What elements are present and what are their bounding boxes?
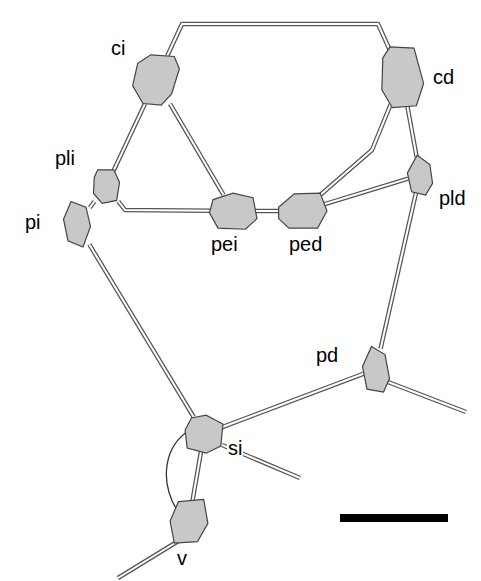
nerve-lines bbox=[118, 382, 466, 578]
connective bbox=[89, 244, 193, 417]
ganglion-outline bbox=[168, 498, 210, 544]
connective-line bbox=[167, 24, 390, 56]
connective-line bbox=[89, 244, 193, 417]
connective bbox=[254, 211, 280, 212]
connective-line bbox=[324, 179, 408, 205]
connective-line bbox=[407, 104, 417, 157]
connective-line bbox=[167, 24, 390, 56]
connective-line bbox=[90, 201, 95, 207]
ganglion-outline bbox=[92, 168, 121, 204]
connective bbox=[90, 201, 95, 207]
ganglion: ci bbox=[130, 52, 182, 108]
connective-line bbox=[222, 374, 363, 428]
connective-line bbox=[118, 201, 212, 211]
ganglion-outline bbox=[361, 345, 391, 393]
ganglion: v bbox=[168, 498, 210, 544]
ganglion-shape bbox=[407, 155, 432, 195]
connective bbox=[222, 374, 363, 428]
ganglion-outline bbox=[406, 154, 434, 196]
ganglion: ped bbox=[276, 192, 328, 230]
ganglion: pd bbox=[361, 345, 391, 393]
ganglion-shape bbox=[382, 47, 424, 108]
connective bbox=[118, 201, 212, 211]
connective-line bbox=[89, 244, 193, 417]
connective-line bbox=[118, 201, 212, 211]
ganglion-label: cd bbox=[432, 67, 455, 87]
ganglion-shape bbox=[93, 170, 119, 203]
nerve bbox=[118, 540, 180, 578]
ganglion-label: si bbox=[227, 438, 243, 458]
connective-line bbox=[114, 104, 145, 171]
connective bbox=[321, 104, 391, 195]
ganglion-label: pli bbox=[54, 148, 76, 168]
ganglion-label: ped bbox=[288, 234, 323, 254]
connective bbox=[324, 179, 408, 205]
connective bbox=[192, 451, 201, 501]
ganglion-label: pd bbox=[315, 345, 339, 365]
nerve bbox=[388, 382, 466, 412]
ganglion: pld bbox=[406, 154, 434, 196]
connective-line bbox=[381, 193, 416, 349]
ganglion-label: ci bbox=[110, 38, 126, 58]
connective bbox=[114, 104, 145, 171]
ganglion: pi bbox=[62, 200, 92, 248]
ganglion: pli bbox=[92, 168, 121, 204]
nerve bbox=[118, 540, 180, 578]
connective-line bbox=[321, 104, 391, 195]
ganglion-shape bbox=[363, 346, 390, 392]
connective-line bbox=[254, 209, 280, 214]
connective-line bbox=[90, 201, 95, 207]
ganglion-shape bbox=[64, 201, 91, 247]
ganglion-shape bbox=[133, 55, 180, 105]
ganglion: pei bbox=[208, 192, 258, 230]
connective-line bbox=[192, 451, 201, 501]
connective-line bbox=[254, 210, 280, 212]
connective bbox=[170, 104, 224, 195]
ganglion-shape bbox=[185, 415, 223, 453]
ganglion-outline bbox=[276, 192, 328, 230]
connective-line bbox=[114, 104, 145, 171]
connective-line bbox=[170, 104, 224, 195]
ganglion: cd bbox=[378, 45, 426, 109]
ganglion-outline bbox=[183, 414, 225, 454]
ganglion-outline bbox=[130, 52, 182, 108]
ganglion-outline bbox=[62, 200, 92, 248]
connective-line bbox=[192, 451, 201, 501]
ganglion-shape bbox=[170, 499, 208, 543]
connective-line bbox=[222, 374, 363, 428]
connective-line bbox=[170, 104, 224, 195]
nerve bbox=[388, 382, 466, 412]
connective-line bbox=[381, 193, 416, 349]
ganglion-label: pi bbox=[24, 212, 42, 232]
ganglion-outline bbox=[378, 45, 426, 109]
ganglion-label: pei bbox=[210, 234, 239, 254]
ganglion-label: v bbox=[176, 548, 188, 568]
connective bbox=[167, 24, 390, 56]
connective-line bbox=[407, 104, 417, 157]
connective bbox=[407, 104, 417, 157]
connective-line bbox=[324, 179, 408, 205]
scale-bar bbox=[340, 514, 448, 522]
connective-line bbox=[321, 104, 391, 195]
ganglion-shape bbox=[279, 193, 327, 228]
ganglion: si bbox=[183, 414, 225, 454]
ganglion-outline bbox=[208, 192, 258, 230]
ganglion-label: pld bbox=[438, 188, 467, 208]
connective bbox=[381, 193, 416, 349]
ganglion-shape bbox=[210, 193, 258, 229]
